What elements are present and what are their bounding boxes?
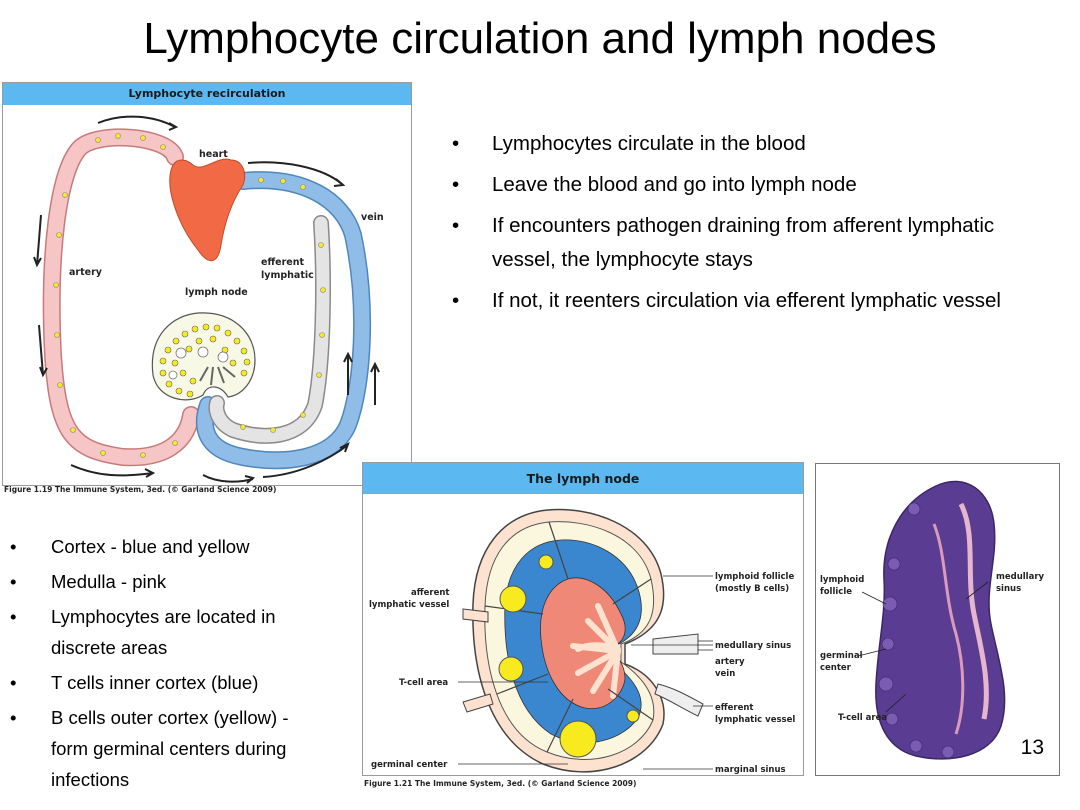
t-cell-area-label: T-cell area [399,678,448,688]
recirculation-diagram: heart vein artery efferent lymphatic lym… [33,115,384,484]
lymphoid-follicle-label: lymphoid follicle [715,572,794,582]
afferent-vessel-label: lymphatic vessel [369,600,449,610]
histology-figure: lymphoid follicle medullary sinus germin… [815,463,1060,776]
efferent-vessel-label: lymphatic vessel [715,715,795,725]
list-item: •Medulla - pink [10,571,167,592]
medullary-sinus-label: medullary sinus [715,641,791,651]
afferent-label: afferent [411,588,449,598]
germinal-center-label: germinal center [371,760,448,770]
left-bullet-list: •Cortex - blue and yellow •Medulla - pin… [10,531,330,795]
lymphoid-label: lymphoid [820,575,864,585]
center-label: center [820,663,852,673]
lymphatic-label: lymphatic [261,270,314,281]
list-item: •Lymphocytes circulate in the blood [452,132,806,155]
sinus-label: sinus [996,584,1021,594]
artery-label: artery [715,657,745,667]
list-item: •If not, it reenters circulation via eff… [452,289,1001,312]
heart-label: heart [199,149,228,160]
follicle-label: follicle [820,587,852,597]
recirculation-header: Lymphocyte recirculation [3,83,411,105]
list-item: •Lymphocytes are located in discrete are… [10,606,276,658]
medullary-label: medullary [996,572,1045,582]
b-cell-follicles [498,554,640,758]
vein-label: vein [715,669,735,679]
germinal-label: germinal [820,651,863,661]
lymph-node-figure: The lymph node [362,462,804,776]
right-bullet-list: •Lymphocytes circulate in the blood •Lea… [452,127,1052,318]
heart-shape [169,158,246,262]
vein-label: vein [361,212,384,223]
page-number: 13 [1020,736,1044,759]
mostly-b-cells-label: (mostly B cells) [715,584,789,594]
histology-image: lymphoid follicle medullary sinus germin… [820,480,1045,760]
list-item: •Cortex - blue and yellow [10,536,250,557]
list-item: •T cells inner cortex (blue) [10,672,259,693]
marginal-sinus-label: marginal sinus [715,765,786,775]
lymph-node-label: lymph node [185,287,248,298]
lymph-node-shape [151,312,256,401]
recirculation-caption: Figure 1.19 The Immune System, 3ed. (© G… [4,485,277,494]
efferent-label: efferent [715,703,754,713]
recirculation-figure: Lymphocyte recirculation [2,82,412,486]
slide-title: Lymphocyte circulation and lymph nodes [143,14,937,63]
lymph-node-header: The lymph node [363,463,803,494]
artery-label: artery [69,267,103,278]
list-item: •B cells outer cortex (yellow) - form ge… [10,707,289,790]
list-item: •Leave the blood and go into lymph node [452,173,857,196]
efferent-label: efferent [261,257,304,268]
list-item: •If encounters pathogen draining from af… [452,214,995,271]
lymph-node-diagram: afferent lymphatic vessel T-cell area ge… [369,508,795,775]
t-cell-area-label: T-cell area [838,713,887,723]
lymph-node-caption: Figure 1.21 The Immune System, 3ed. (© G… [364,779,637,788]
